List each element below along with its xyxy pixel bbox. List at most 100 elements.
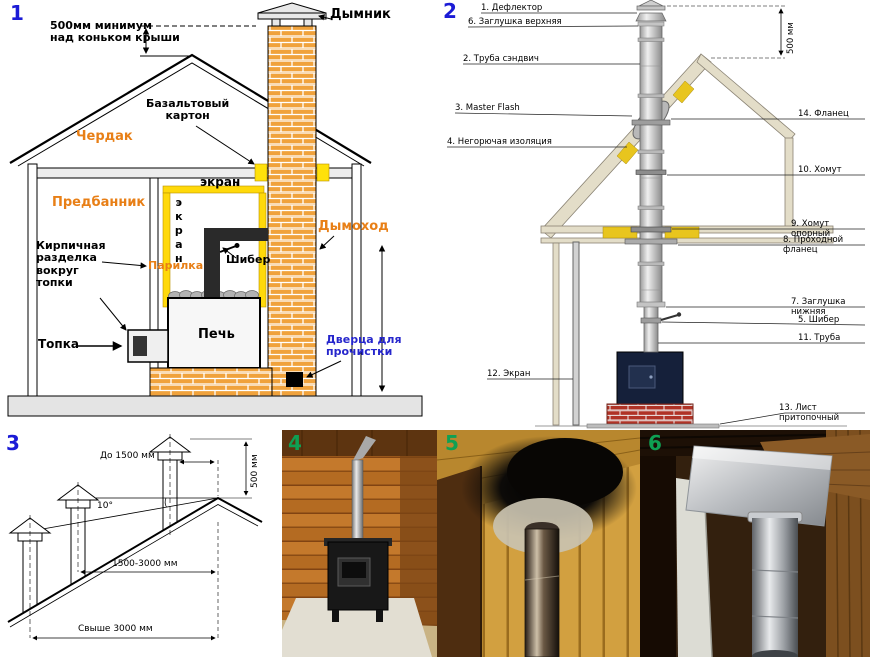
side-wall — [437, 466, 481, 657]
chimney-pipe — [524, 528, 560, 657]
single-wall-pipe — [643, 305, 659, 353]
burnt-ceiling-photo — [437, 430, 640, 657]
roof-insulation-upper — [672, 80, 695, 104]
label-min-height: 500мм минимум над коньком крыши — [50, 19, 180, 45]
damper-knob — [234, 243, 240, 248]
label-flange: 14. Фланец — [798, 109, 849, 119]
label-flue: Дымоход — [318, 219, 389, 234]
clamp — [635, 169, 667, 175]
ceiling-insulation-right — [664, 226, 700, 239]
leader-lines — [447, 12, 866, 425]
panel-3-height-rules-diagram: 3 До 1500 мм 500 мм 10° 1500-3000 мм Свы… — [0, 430, 282, 657]
label-bottom-plug: 7. Заглушка нижняя — [791, 297, 846, 317]
stove-pipe — [351, 459, 364, 543]
brick-chimney — [267, 25, 317, 397]
label-stove: Печь — [198, 327, 235, 342]
soot-core — [507, 438, 623, 506]
label-up-to-1500: До 1500 мм — [100, 451, 155, 461]
panel-number-4: 4 — [288, 431, 302, 455]
label-support-clamp: 9. Хомут опорный — [791, 219, 831, 239]
flange — [631, 119, 671, 126]
chimney-near-ridge — [148, 434, 192, 538]
sauna-stove-photo — [282, 430, 437, 657]
label-top-plug: 6. Заглушка верхняя — [468, 17, 562, 27]
label-cleanout-door: Дверца для прочистки — [326, 333, 402, 359]
stove-door — [628, 365, 656, 389]
deflector — [635, 0, 667, 22]
panel-5-photo-burnt-ceiling: 5 — [437, 430, 640, 657]
stove-pipe-horizontal — [220, 228, 268, 241]
dimensions — [32, 438, 252, 641]
label-clamp: 10. Хомут — [798, 165, 842, 175]
panel-number-2: 2 — [443, 0, 457, 23]
panel-number-5: 5 — [445, 431, 459, 455]
label-basalt-board: Базальтовый картон — [146, 97, 230, 123]
protective-screens — [162, 185, 267, 308]
heat-shield — [572, 241, 580, 426]
label-damper: Шибер — [226, 253, 271, 266]
top-plug — [637, 21, 665, 27]
metal-stove — [324, 538, 392, 622]
white-board — [676, 478, 712, 657]
damper-knob — [676, 312, 682, 317]
attic-floor — [36, 167, 353, 179]
stove-pipe-vertical — [204, 228, 220, 300]
pipe-elbow — [352, 436, 376, 462]
sandwich-chimney-drawing — [447, 0, 866, 429]
house-cross-section-drawing — [7, 2, 423, 417]
stove-door-handle — [649, 375, 653, 379]
shadow-area — [640, 456, 676, 657]
label-brick-protection: Кирпичная разделка вокруг топки — [36, 239, 106, 289]
label-chimney-cap: Дымник — [330, 7, 391, 22]
roof-height-rules-drawing — [7, 434, 263, 641]
label-attic: Чердак — [76, 129, 133, 144]
panel-number-1: 1 — [10, 1, 24, 25]
damper-handle — [660, 314, 679, 321]
pass-through-flange — [624, 238, 678, 245]
ceiling-shield — [685, 445, 833, 527]
chimney-cap — [257, 2, 327, 27]
label-deflector: 1. Дефлектор — [481, 3, 543, 13]
panel-number-3: 3 — [6, 431, 20, 455]
support-clamp — [630, 226, 672, 233]
label-master-flash: 3. Master Flash — [455, 103, 520, 113]
foundation — [7, 395, 423, 417]
hearth-pad — [282, 598, 432, 657]
firebox-door — [133, 336, 147, 356]
label-firebox: Топка — [38, 337, 79, 351]
pipe-couplers — [637, 37, 665, 266]
panel-4-photo-sauna-stove: 4 — [282, 430, 437, 657]
label-hearth-sheet: 13. Лист притопочный — [779, 403, 840, 423]
chimney-far-slope — [8, 515, 52, 638]
stove-pedestal — [149, 367, 273, 397]
label-sandwich-pipe: 2. Труба сэндвич — [463, 54, 539, 64]
panel-2-sandwich-chimney-diagram: 2 1. Дефлектор 6. Заглушка верхняя 2. Тр… — [435, 0, 870, 430]
basalt-board-left — [254, 163, 268, 182]
damper-handle — [219, 245, 237, 253]
label-dimension-500mm: 500 мм — [786, 22, 796, 54]
label-500mm: 500 мм — [250, 454, 260, 488]
chimney-pipe — [752, 518, 798, 657]
bottom-plug — [636, 301, 666, 308]
label-damper: 5. Шибер — [798, 315, 840, 325]
panel-6-photo-ceiling-pass-through: 6 — [640, 430, 870, 657]
chimney-mid-slope — [56, 482, 100, 585]
hearth-sheet — [586, 423, 720, 429]
partition-wall — [149, 177, 159, 397]
label-pass-through-flange: 8. Проходной фланец — [783, 235, 844, 255]
label-pipe: 11. Труба — [798, 333, 841, 343]
damper — [640, 317, 662, 324]
left-wall — [27, 163, 38, 397]
label-over-3000: Свыше 3000 мм — [78, 624, 153, 634]
right-wall — [351, 163, 362, 397]
label-steam-room: Парилка — [148, 259, 204, 272]
panel-1-house-chimney-diagram: 1 Дымник 500мм минимум над коньком крыши… — [0, 0, 435, 430]
label-screen-side: экран — [172, 196, 186, 266]
brick-base — [606, 403, 694, 425]
ceiling-pass-through-photo — [640, 430, 870, 657]
panel-number-6: 6 — [648, 431, 662, 455]
label-anteroom: Предбанник — [52, 195, 146, 210]
label-angle-10deg: 10° — [97, 501, 113, 511]
label-screen-top: экран — [200, 175, 241, 189]
pipe-joints — [640, 65, 662, 291]
